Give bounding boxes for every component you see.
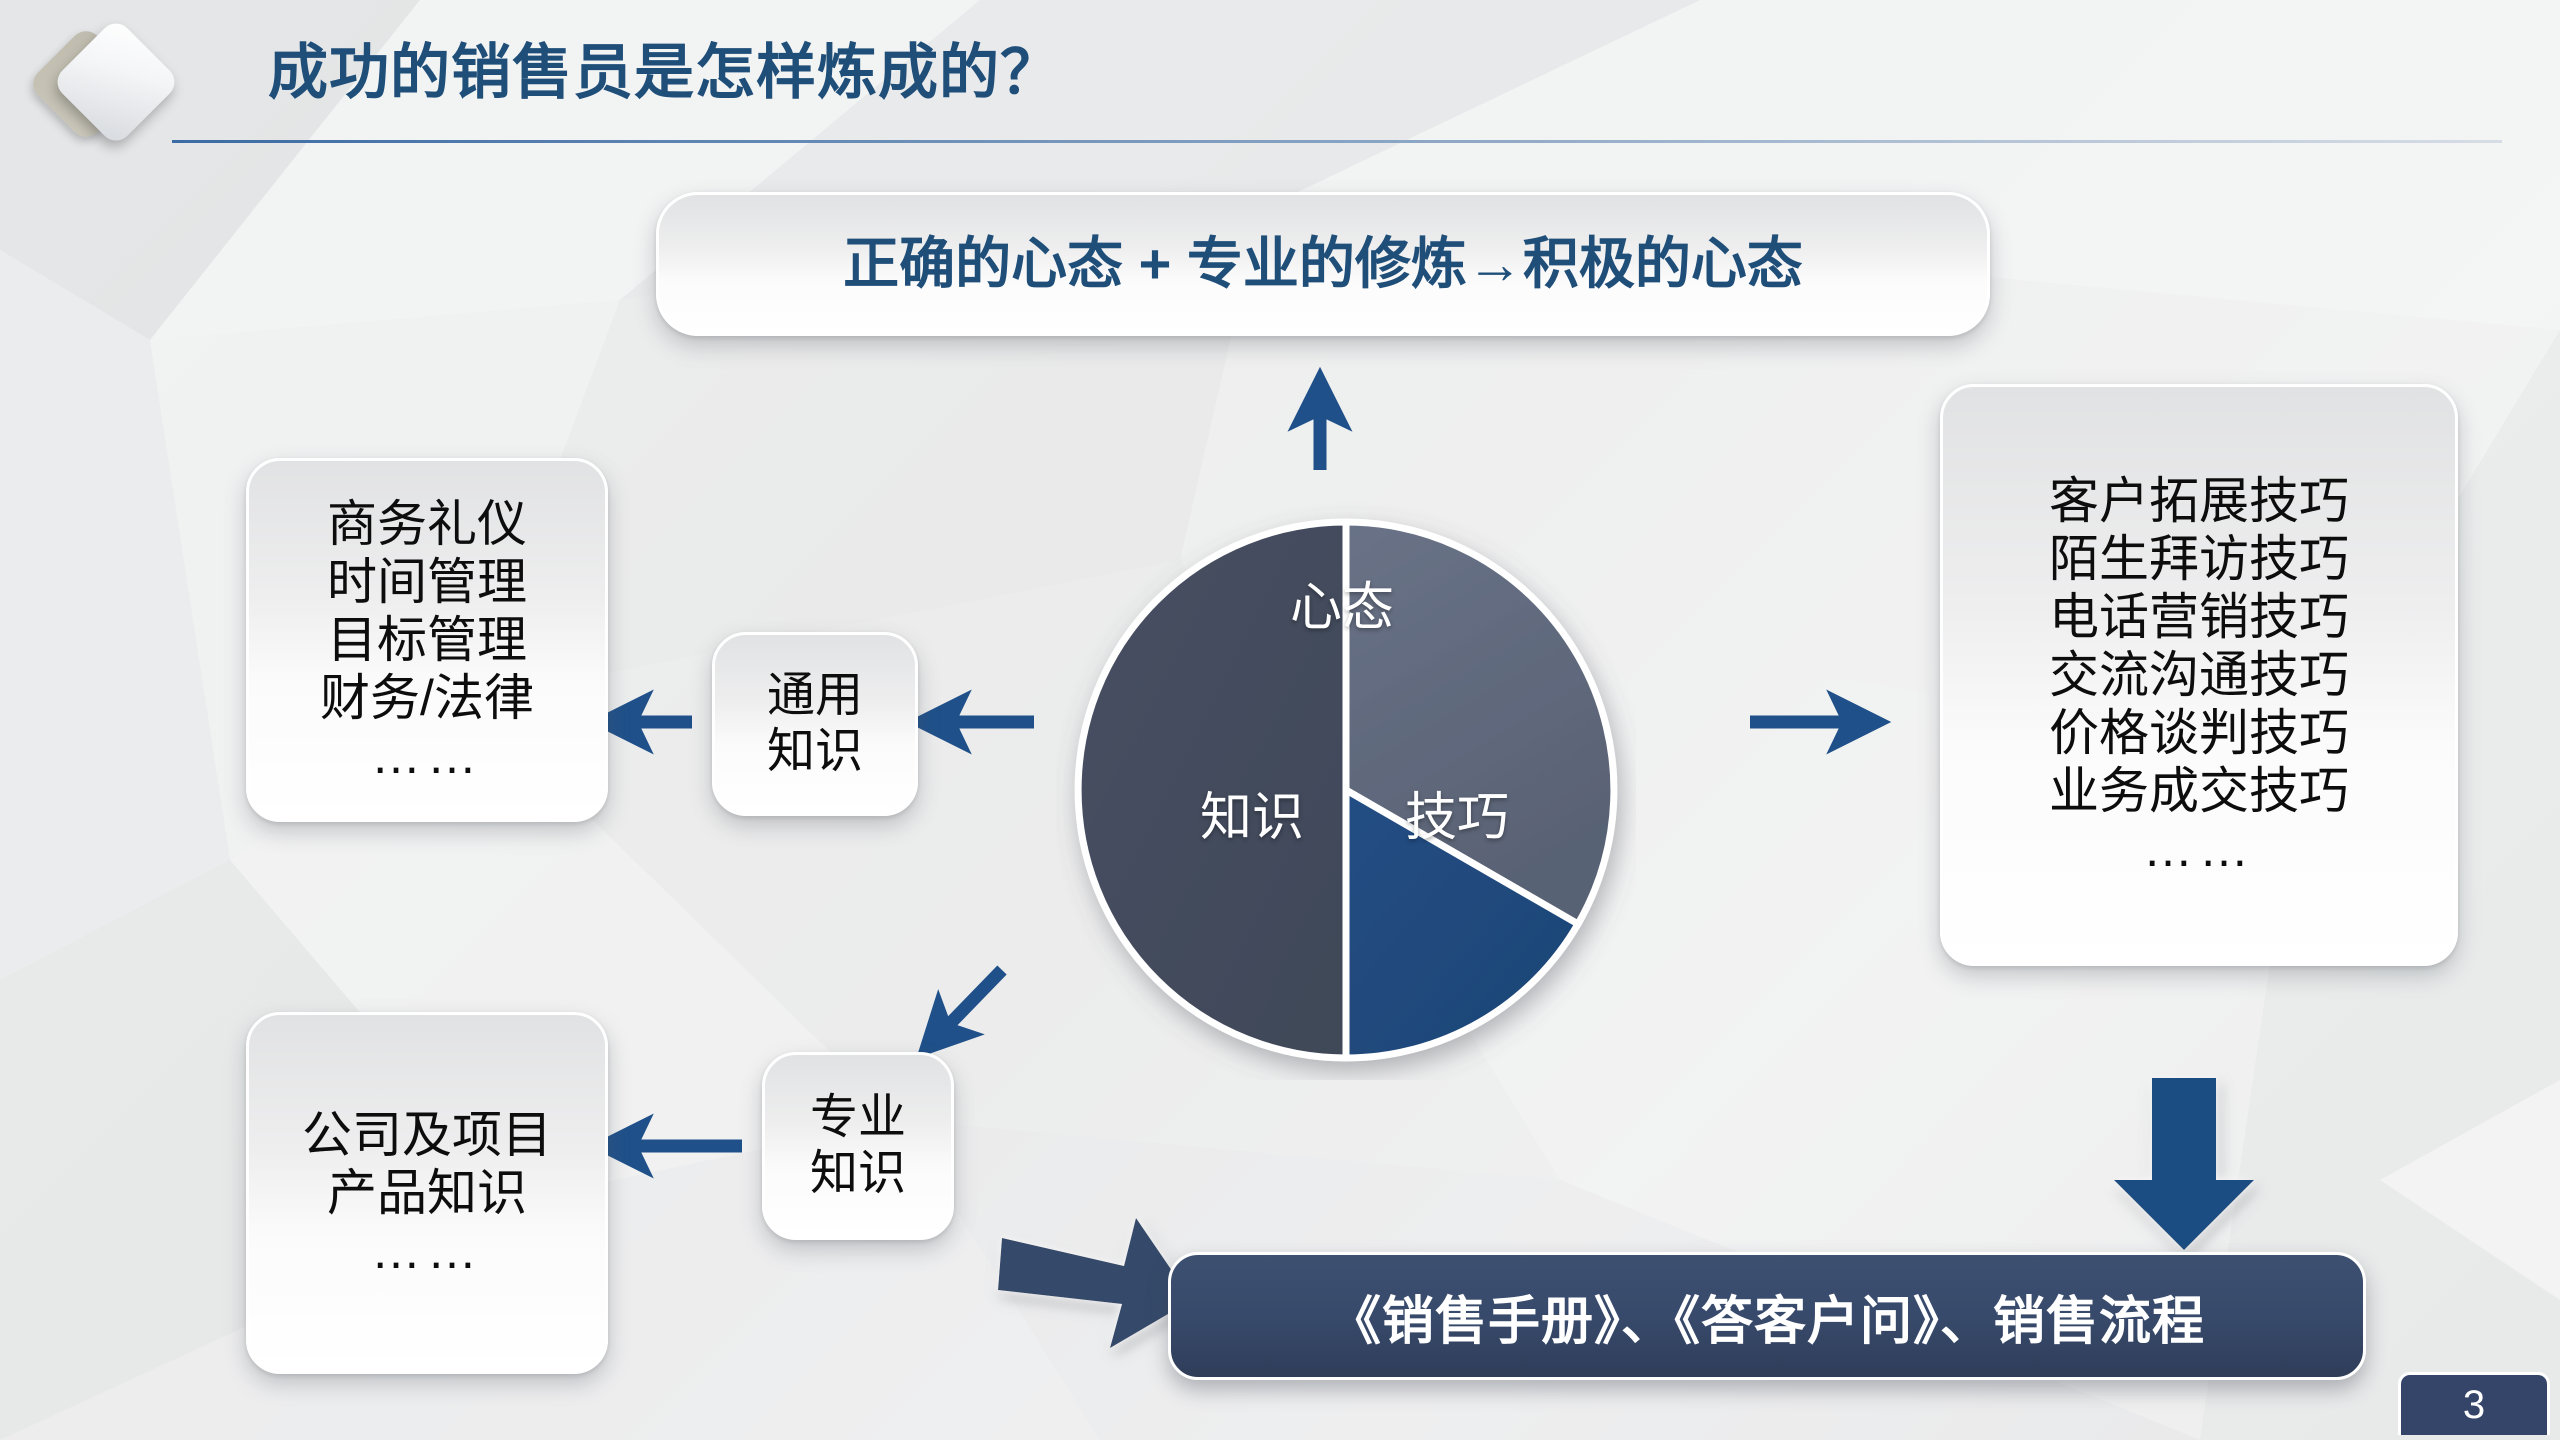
- list-item: 目标管理: [327, 612, 527, 668]
- list-item-ellipsis: ……: [371, 1223, 483, 1279]
- list-item: 客户拓展技巧: [2049, 473, 2349, 529]
- card-label-line: 知识: [809, 1147, 906, 1200]
- professional-knowledge-card: 专业 知识: [762, 1052, 954, 1240]
- double-diamond-icon: [22, 16, 182, 148]
- pie-label-jiqiao: 技巧: [1405, 789, 1510, 847]
- mindset-banner: 正确的心态 + 专业的修炼→积极的心态: [656, 192, 1990, 336]
- pie-label-zhishi: 知识: [1200, 789, 1305, 847]
- mindset-banner-text: 正确的心态 + 专业的修炼→积极的心态: [843, 231, 1803, 295]
- card-label-line: 专业: [809, 1091, 906, 1145]
- pie-segment-xintai: [1342, 518, 1618, 929]
- list-item-ellipsis: ……: [2143, 821, 2255, 877]
- list-item: 财务/法律: [320, 670, 534, 726]
- product-knowledge-list-card: 公司及项目 产品知识 ……: [246, 1012, 608, 1374]
- list-item: 交流沟通技巧: [2049, 647, 2349, 703]
- page-number-badge: 3: [2398, 1372, 2550, 1435]
- pie-svg: [1074, 518, 1618, 1062]
- pie-segment-jiqiao: [1342, 783, 1583, 1062]
- list-item: 电话营销技巧: [2049, 589, 2349, 645]
- page-title: 成功的销售员是怎样炼成的？: [268, 39, 1061, 106]
- sales-skills-list-card: 客户拓展技巧 陌生拜访技巧 电话营销技巧 交流沟通技巧 价格谈判技巧 业务成交技…: [1940, 384, 2458, 966]
- list-item: 业务成交技巧: [2049, 763, 2349, 819]
- list-item: 公司及项目: [302, 1107, 552, 1163]
- title-divider: [172, 140, 2502, 143]
- slide-header: 成功的销售员是怎样炼成的？: [0, 0, 2560, 160]
- card-label-line: 通用: [766, 669, 863, 723]
- sales-documents-bar: 《销售手册》、《答客户问》、销售流程: [1168, 1252, 2366, 1380]
- general-knowledge-card: 通用 知识: [712, 632, 918, 816]
- pie-label-xintai: 心态: [1290, 579, 1395, 637]
- competency-pie-chart: [1056, 500, 1636, 1080]
- list-item: 商务礼仪: [327, 496, 527, 552]
- pie-segment-zhishi: [1074, 518, 1350, 1062]
- list-item: 时间管理: [327, 554, 527, 610]
- sales-documents-text: 《销售手册》、《答客户问》、销售流程: [1328, 1292, 2205, 1351]
- general-knowledge-list-card: 商务礼仪 时间管理 目标管理 财务/法律 ……: [246, 458, 608, 822]
- list-item-ellipsis: ……: [371, 728, 483, 784]
- list-item: 陌生拜访技巧: [2049, 531, 2349, 587]
- card-label-line: 知识: [766, 725, 863, 778]
- list-item: 产品知识: [327, 1165, 527, 1221]
- page-number-text: 3: [2462, 1382, 2486, 1427]
- list-item: 价格谈判技巧: [2049, 705, 2349, 761]
